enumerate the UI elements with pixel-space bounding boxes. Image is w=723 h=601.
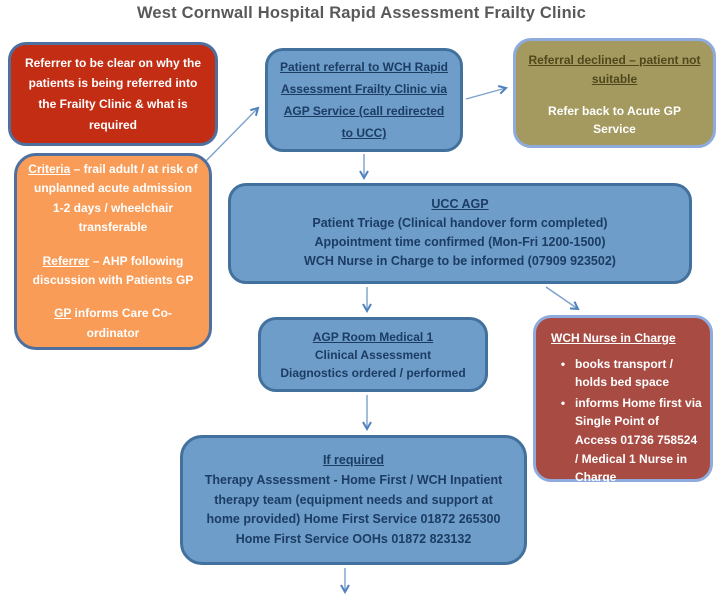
nurse-bullet-text: informs Home first via Single Point of A… (575, 395, 702, 485)
referrer-label: Referrer (42, 253, 90, 268)
bullet-icon (551, 394, 575, 487)
ucc-agp-title: UCC AGP (431, 197, 489, 211)
agp-room-line: Diagnostics ordered / performed (280, 365, 466, 380)
arrow-referral-to-declined (465, 85, 508, 100)
nurse-in-charge-title: WCH Nurse in Charge (551, 331, 676, 345)
if-required-title: If required (322, 453, 385, 467)
referrer-note-box: Referrer to be clear on why the patients… (8, 42, 218, 146)
agp-room-line: Clinical Assessment (314, 347, 432, 362)
nurse-bullet-text: books transport / holds bed space (575, 356, 674, 390)
referrer-text: – AHP following discussion with Patients… (32, 253, 194, 287)
gp-text: informs Care Co-ordinator (74, 306, 172, 340)
agp-room-title: AGP Room Medical 1 (312, 329, 434, 344)
criteria-paragraph: Criteria – frail adult / at risk of unpl… (28, 160, 198, 238)
agp-room-box: AGP Room Medical 1 Clinical Assessment D… (258, 317, 488, 392)
referrer-paragraph: Referrer – AHP following discussion with… (28, 252, 198, 291)
referrer-note-text: Referrer to be clear on why the patients… (24, 55, 202, 132)
referral-declined-title: Referral declined – patient not suitable (528, 53, 701, 87)
ucc-agp-line: Patient Triage (Clinical handover form c… (312, 216, 608, 230)
gp-label: GP (54, 306, 72, 321)
patient-referral-text: Patient referral to WCH Rapid Assessment… (279, 59, 449, 141)
if-required-line: Therapy Assessment - Home First / WCH In… (204, 472, 503, 527)
patient-referral-box: Patient referral to WCH Rapid Assessment… (265, 48, 463, 152)
if-required-line: Home First Service OOHs 01872 823132 (235, 532, 472, 546)
if-required-box: If required Therapy Assessment - Home Fi… (180, 435, 527, 565)
nurse-bullet: informs Home first via Single Point of A… (551, 394, 702, 487)
ucc-agp-box: UCC AGP Patient Triage (Clinical handove… (228, 183, 692, 284)
arrow-ucc-to-nurse (545, 286, 580, 311)
nurse-bullet: books transport / holds bed space (551, 355, 702, 392)
referral-declined-box: Referral declined – patient not suitable… (513, 38, 716, 148)
criteria-label: Criteria (28, 161, 71, 176)
ucc-agp-line: WCH Nurse in Charge to be informed (0790… (304, 254, 616, 268)
bullet-icon (551, 355, 575, 392)
criteria-box: Criteria – frail adult / at risk of unpl… (14, 153, 212, 350)
gp-paragraph: GP informs Care Co-ordinator (28, 304, 198, 343)
page-title: West Cornwall Hospital Rapid Assessment … (136, 4, 587, 22)
ucc-agp-line: Appointment time confirmed (Mon-Fri 1200… (314, 235, 606, 249)
nurse-in-charge-box: WCH Nurse in Charge books transport / ho… (533, 315, 713, 484)
criteria-text: – frail adult / at risk of unplanned acu… (33, 161, 198, 235)
referral-declined-body: Refer back to Acute GP Service (548, 104, 681, 137)
